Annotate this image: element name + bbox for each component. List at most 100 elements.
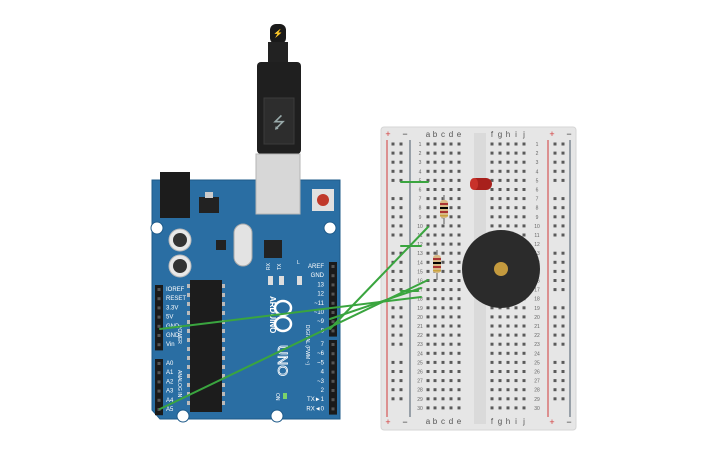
breadboard-hole[interactable]: [490, 388, 494, 392]
breadboard-hole[interactable]: [433, 288, 437, 292]
rail-hole[interactable]: [391, 178, 395, 182]
breadboard-hole[interactable]: [426, 324, 430, 328]
breadboard-hole[interactable]: [433, 342, 437, 346]
rail-hole[interactable]: [391, 269, 395, 273]
breadboard-hole[interactable]: [433, 406, 437, 410]
breadboard-hole[interactable]: [506, 178, 510, 182]
breadboard-hole[interactable]: [441, 197, 445, 201]
breadboard-hole[interactable]: [506, 188, 510, 191]
rail-hole[interactable]: [561, 279, 565, 282]
breadboard-hole[interactable]: [433, 351, 437, 355]
breadboard-hole[interactable]: [514, 388, 518, 392]
rail-hole[interactable]: [391, 379, 395, 383]
header-pin[interactable]: [331, 311, 335, 314]
breadboard-hole[interactable]: [433, 242, 437, 246]
breadboard-hole[interactable]: [426, 142, 430, 146]
breadboard-hole[interactable]: [426, 160, 430, 164]
header-pin[interactable]: [331, 274, 335, 278]
breadboard-hole[interactable]: [449, 379, 453, 383]
breadboard-hole[interactable]: [498, 333, 502, 337]
breadboard-hole[interactable]: [457, 169, 461, 173]
breadboard-hole[interactable]: [457, 151, 461, 155]
breadboard-hole[interactable]: [522, 379, 526, 383]
rail-hole[interactable]: [553, 197, 557, 201]
breadboard-hole[interactable]: [449, 251, 453, 255]
breadboard-hole[interactable]: [457, 406, 461, 410]
breadboard-hole[interactable]: [506, 388, 510, 392]
header-pin[interactable]: [331, 320, 335, 324]
breadboard-hole[interactable]: [457, 178, 461, 182]
breadboard-hole[interactable]: [457, 142, 461, 146]
breadboard-hole[interactable]: [449, 360, 453, 364]
breadboard-hole[interactable]: [441, 288, 445, 292]
breadboard-hole[interactable]: [506, 315, 510, 319]
breadboard-hole[interactable]: [441, 224, 445, 228]
breadboard-hole[interactable]: [433, 160, 437, 164]
header-pin[interactable]: [331, 407, 335, 411]
breadboard-hole[interactable]: [514, 333, 518, 337]
breadboard-hole[interactable]: [457, 242, 461, 246]
breadboard-hole[interactable]: [498, 406, 502, 410]
breadboard-hole[interactable]: [514, 379, 518, 383]
breadboard-hole[interactable]: [426, 233, 430, 237]
breadboard-hole[interactable]: [506, 151, 510, 155]
breadboard-hole[interactable]: [441, 260, 445, 264]
breadboard-hole[interactable]: [426, 370, 430, 373]
rail-hole[interactable]: [553, 251, 557, 255]
breadboard-hole[interactable]: [441, 151, 445, 155]
breadboard-hole[interactable]: [441, 242, 445, 246]
rail-hole[interactable]: [561, 197, 565, 201]
breadboard-hole[interactable]: [449, 224, 453, 228]
rail-hole[interactable]: [391, 215, 395, 219]
breadboard-hole[interactable]: [449, 342, 453, 346]
breadboard-hole[interactable]: [433, 215, 437, 219]
breadboard-hole[interactable]: [449, 288, 453, 292]
breadboard-hole[interactable]: [441, 297, 445, 301]
rail-hole[interactable]: [391, 315, 395, 319]
breadboard-hole[interactable]: [522, 233, 526, 237]
rail-hole[interactable]: [561, 260, 565, 264]
breadboard-hole[interactable]: [522, 215, 526, 219]
rail-hole[interactable]: [561, 342, 565, 346]
breadboard-hole[interactable]: [457, 233, 461, 237]
resistor[interactable]: [433, 250, 441, 280]
rail-hole[interactable]: [561, 315, 565, 319]
header-pin[interactable]: [157, 306, 161, 310]
rail-hole[interactable]: [399, 388, 403, 392]
header-pin[interactable]: [157, 288, 161, 291]
rail-hole[interactable]: [553, 169, 557, 173]
rail-hole[interactable]: [553, 342, 557, 346]
breadboard-hole[interactable]: [522, 306, 526, 310]
breadboard-hole[interactable]: [514, 142, 518, 146]
breadboard-hole[interactable]: [457, 333, 461, 337]
rail-hole[interactable]: [553, 333, 557, 337]
breadboard-hole[interactable]: [449, 206, 453, 210]
breadboard-hole[interactable]: [457, 215, 461, 219]
breadboard-hole[interactable]: [457, 188, 461, 191]
breadboard-hole[interactable]: [498, 370, 502, 373]
breadboard-hole[interactable]: [498, 397, 502, 401]
breadboard-hole[interactable]: [449, 333, 453, 337]
breadboard-hole[interactable]: [514, 324, 518, 328]
breadboard-hole[interactable]: [498, 197, 502, 201]
breadboard-hole[interactable]: [514, 160, 518, 164]
breadboard-hole[interactable]: [426, 242, 430, 246]
breadboard-hole[interactable]: [426, 397, 430, 401]
breadboard-hole[interactable]: [498, 379, 502, 383]
breadboard-hole[interactable]: [514, 360, 518, 364]
rail-hole[interactable]: [561, 160, 565, 164]
rail-hole[interactable]: [561, 379, 565, 383]
breadboard-hole[interactable]: [433, 315, 437, 319]
breadboard-hole[interactable]: [514, 215, 518, 219]
breadboard-hole[interactable]: [490, 169, 494, 173]
breadboard-hole[interactable]: [441, 406, 445, 410]
header-pin[interactable]: [331, 389, 335, 392]
breadboard-hole[interactable]: [449, 188, 453, 191]
header-pin[interactable]: [157, 343, 161, 347]
breadboard-hole[interactable]: [457, 397, 461, 401]
rail-hole[interactable]: [561, 178, 565, 182]
rail-hole[interactable]: [561, 388, 565, 392]
breadboard-hole[interactable]: [426, 224, 430, 228]
breadboard-hole[interactable]: [433, 324, 437, 328]
rail-hole[interactable]: [553, 388, 557, 392]
